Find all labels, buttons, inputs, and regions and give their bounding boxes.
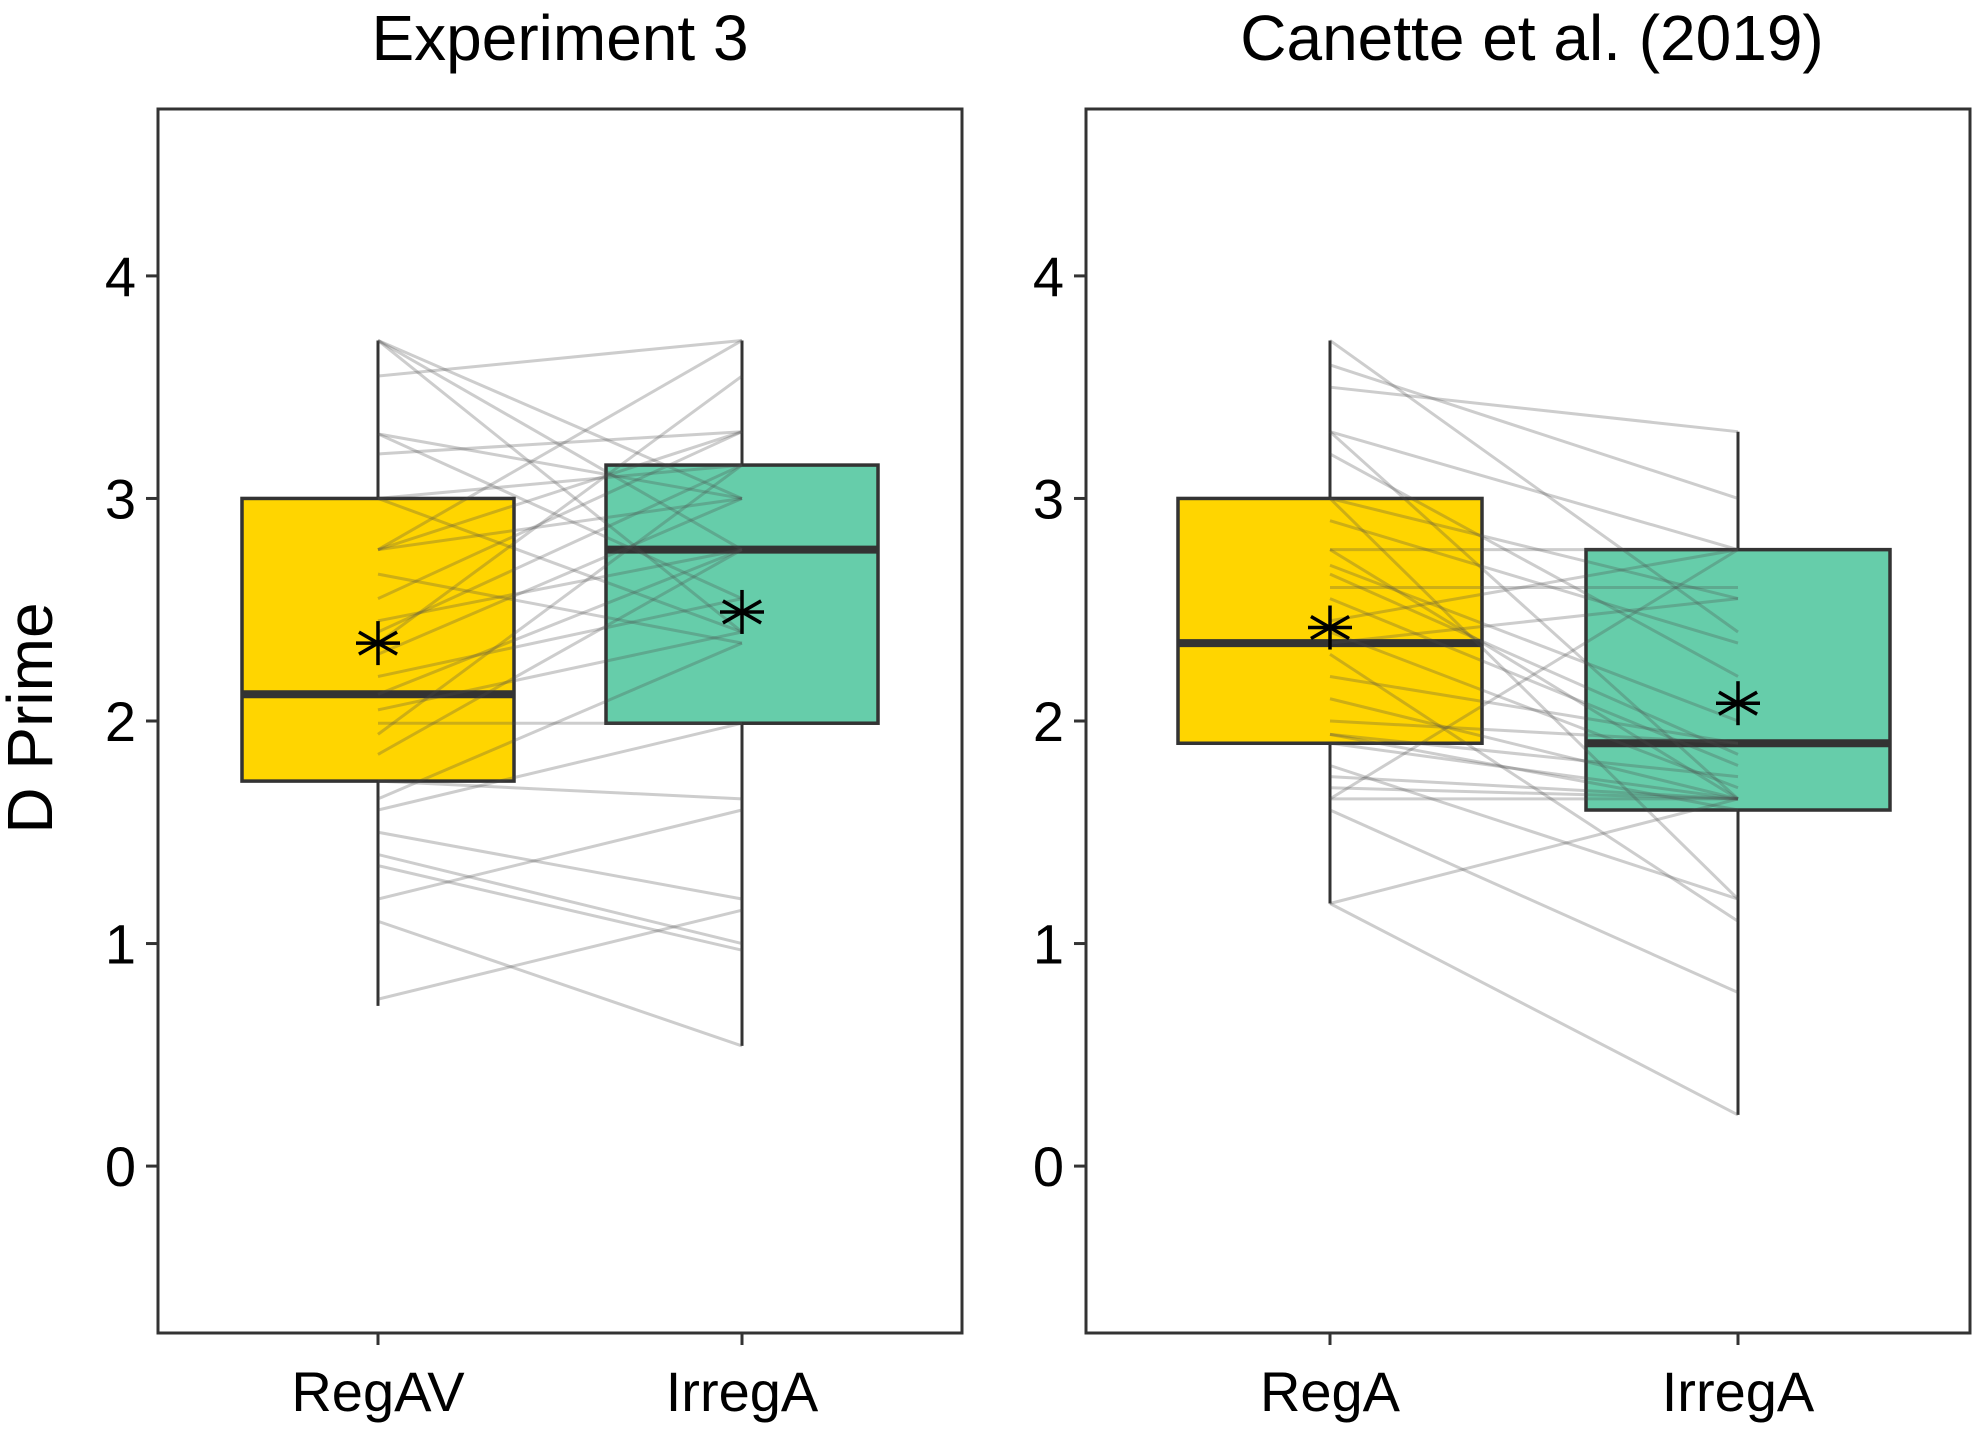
paired-line — [1329, 797, 1739, 905]
paired-line — [377, 339, 743, 500]
paired-line — [377, 808, 743, 901]
paired-line — [377, 641, 743, 801]
paired-line — [377, 721, 743, 812]
y-axis: 0 1 2 3 4 — [1033, 245, 1086, 1198]
x-axis: RegAV IrregA — [291, 1333, 819, 1423]
paired-line — [377, 339, 743, 551]
paired-line — [377, 548, 743, 623]
y-tick-label: 3 — [105, 467, 136, 530]
boxes — [1176, 340, 1892, 1115]
y-tick-label: 0 — [1033, 1135, 1064, 1198]
paired-line — [377, 497, 743, 634]
y-tick-label: 3 — [1033, 467, 1064, 530]
panel-title: Canette et al. (2019) — [1240, 2, 1823, 74]
paired-line — [1329, 385, 1739, 434]
paired-line — [377, 463, 743, 634]
paired-line — [1329, 719, 1739, 745]
y-tick-label: 2 — [105, 690, 136, 753]
paired-lines — [377, 338, 743, 1048]
paired-line — [1329, 597, 1739, 767]
y-tick-label: 1 — [105, 913, 136, 976]
paired-line — [377, 339, 743, 634]
x-tick-label-irrega: IrregA — [666, 1360, 819, 1423]
paired-line — [377, 908, 743, 1001]
paired-line — [1329, 808, 1739, 994]
box-regav — [240, 340, 516, 1006]
mean-asterisk-icon — [356, 621, 400, 666]
paired-line — [377, 374, 743, 645]
paired-lines — [1328, 339, 1740, 1117]
paired-line — [377, 919, 743, 1048]
box-irrega — [604, 340, 880, 1046]
x-tick-label-irrega: IrregA — [1662, 1360, 1815, 1423]
paired-line — [1329, 732, 1739, 812]
paired-line — [377, 463, 743, 736]
paired-line — [377, 432, 743, 600]
y-tick-label: 4 — [105, 245, 136, 308]
paired-line — [1329, 741, 1739, 801]
paired-line — [1329, 563, 1739, 723]
paired-line — [377, 496, 743, 552]
paired-line — [1329, 775, 1739, 801]
paired-line — [1329, 597, 1739, 645]
paired-line — [377, 463, 743, 500]
y-tick-label: 1 — [1033, 913, 1064, 976]
y-axis: 0 1 2 3 4 — [105, 245, 158, 1198]
paired-line — [377, 864, 743, 952]
y-tick-label: 2 — [1033, 690, 1064, 753]
x-axis: RegA IrregA — [1260, 1333, 1815, 1423]
panel-title: Experiment 3 — [371, 2, 748, 74]
paired-line — [1329, 339, 1739, 634]
paired-line — [1329, 519, 1739, 645]
paired-line — [377, 779, 743, 801]
paired-line — [377, 432, 743, 500]
y-axis-title: D Prime — [0, 602, 66, 833]
box-body — [1584, 547, 1892, 812]
paired-line — [377, 572, 743, 645]
paired-line — [377, 830, 743, 901]
paired-line — [1329, 902, 1739, 1117]
paired-line — [1329, 496, 1739, 601]
paired-line — [1328, 430, 1740, 801]
paired-line — [1329, 764, 1739, 901]
box-irrega — [1584, 431, 1892, 1115]
paired-line — [1329, 732, 1739, 779]
paired-line — [377, 853, 743, 946]
paired-line — [1329, 652, 1739, 923]
panel-experiment-3: Experiment 3 0 1 2 3 4 RegAV IrregA — [105, 2, 964, 1423]
paired-line — [1329, 786, 1739, 801]
x-tick-label-regav: RegAV — [291, 1360, 465, 1423]
mean-asterisk-icon — [1308, 605, 1352, 650]
paired-line — [1329, 548, 1739, 801]
paired-line — [1329, 363, 1739, 500]
paired-line — [1329, 630, 1739, 790]
paired-line — [1329, 452, 1739, 678]
paired-line — [1329, 548, 1739, 801]
paired-line — [1329, 675, 1739, 745]
paired-line — [1328, 497, 1740, 901]
y-tick-label: 4 — [1033, 245, 1064, 308]
paired-line — [377, 597, 743, 678]
x-tick-label-rega: RegA — [1260, 1360, 1401, 1423]
paired-line — [377, 430, 743, 552]
paired-line — [377, 430, 743, 456]
paired-line — [1329, 548, 1739, 623]
paired-line — [377, 630, 743, 712]
paired-line — [377, 338, 743, 378]
paired-line — [377, 497, 743, 656]
paired-line — [1329, 430, 1739, 552]
paired-line — [1329, 572, 1739, 756]
paired-line — [1329, 697, 1739, 801]
mean-asterisk-icon — [720, 589, 764, 634]
paired-line — [377, 548, 743, 696]
paired-line — [377, 548, 743, 756]
panel-canette-2019: Canette et al. (2019) 0 1 2 3 4 RegA IrregA — [1033, 2, 1972, 1423]
mean-asterisk-icon — [1716, 681, 1760, 726]
paired-line — [377, 339, 743, 551]
y-tick-label: 0 — [105, 1135, 136, 1198]
paired-line — [377, 430, 743, 600]
